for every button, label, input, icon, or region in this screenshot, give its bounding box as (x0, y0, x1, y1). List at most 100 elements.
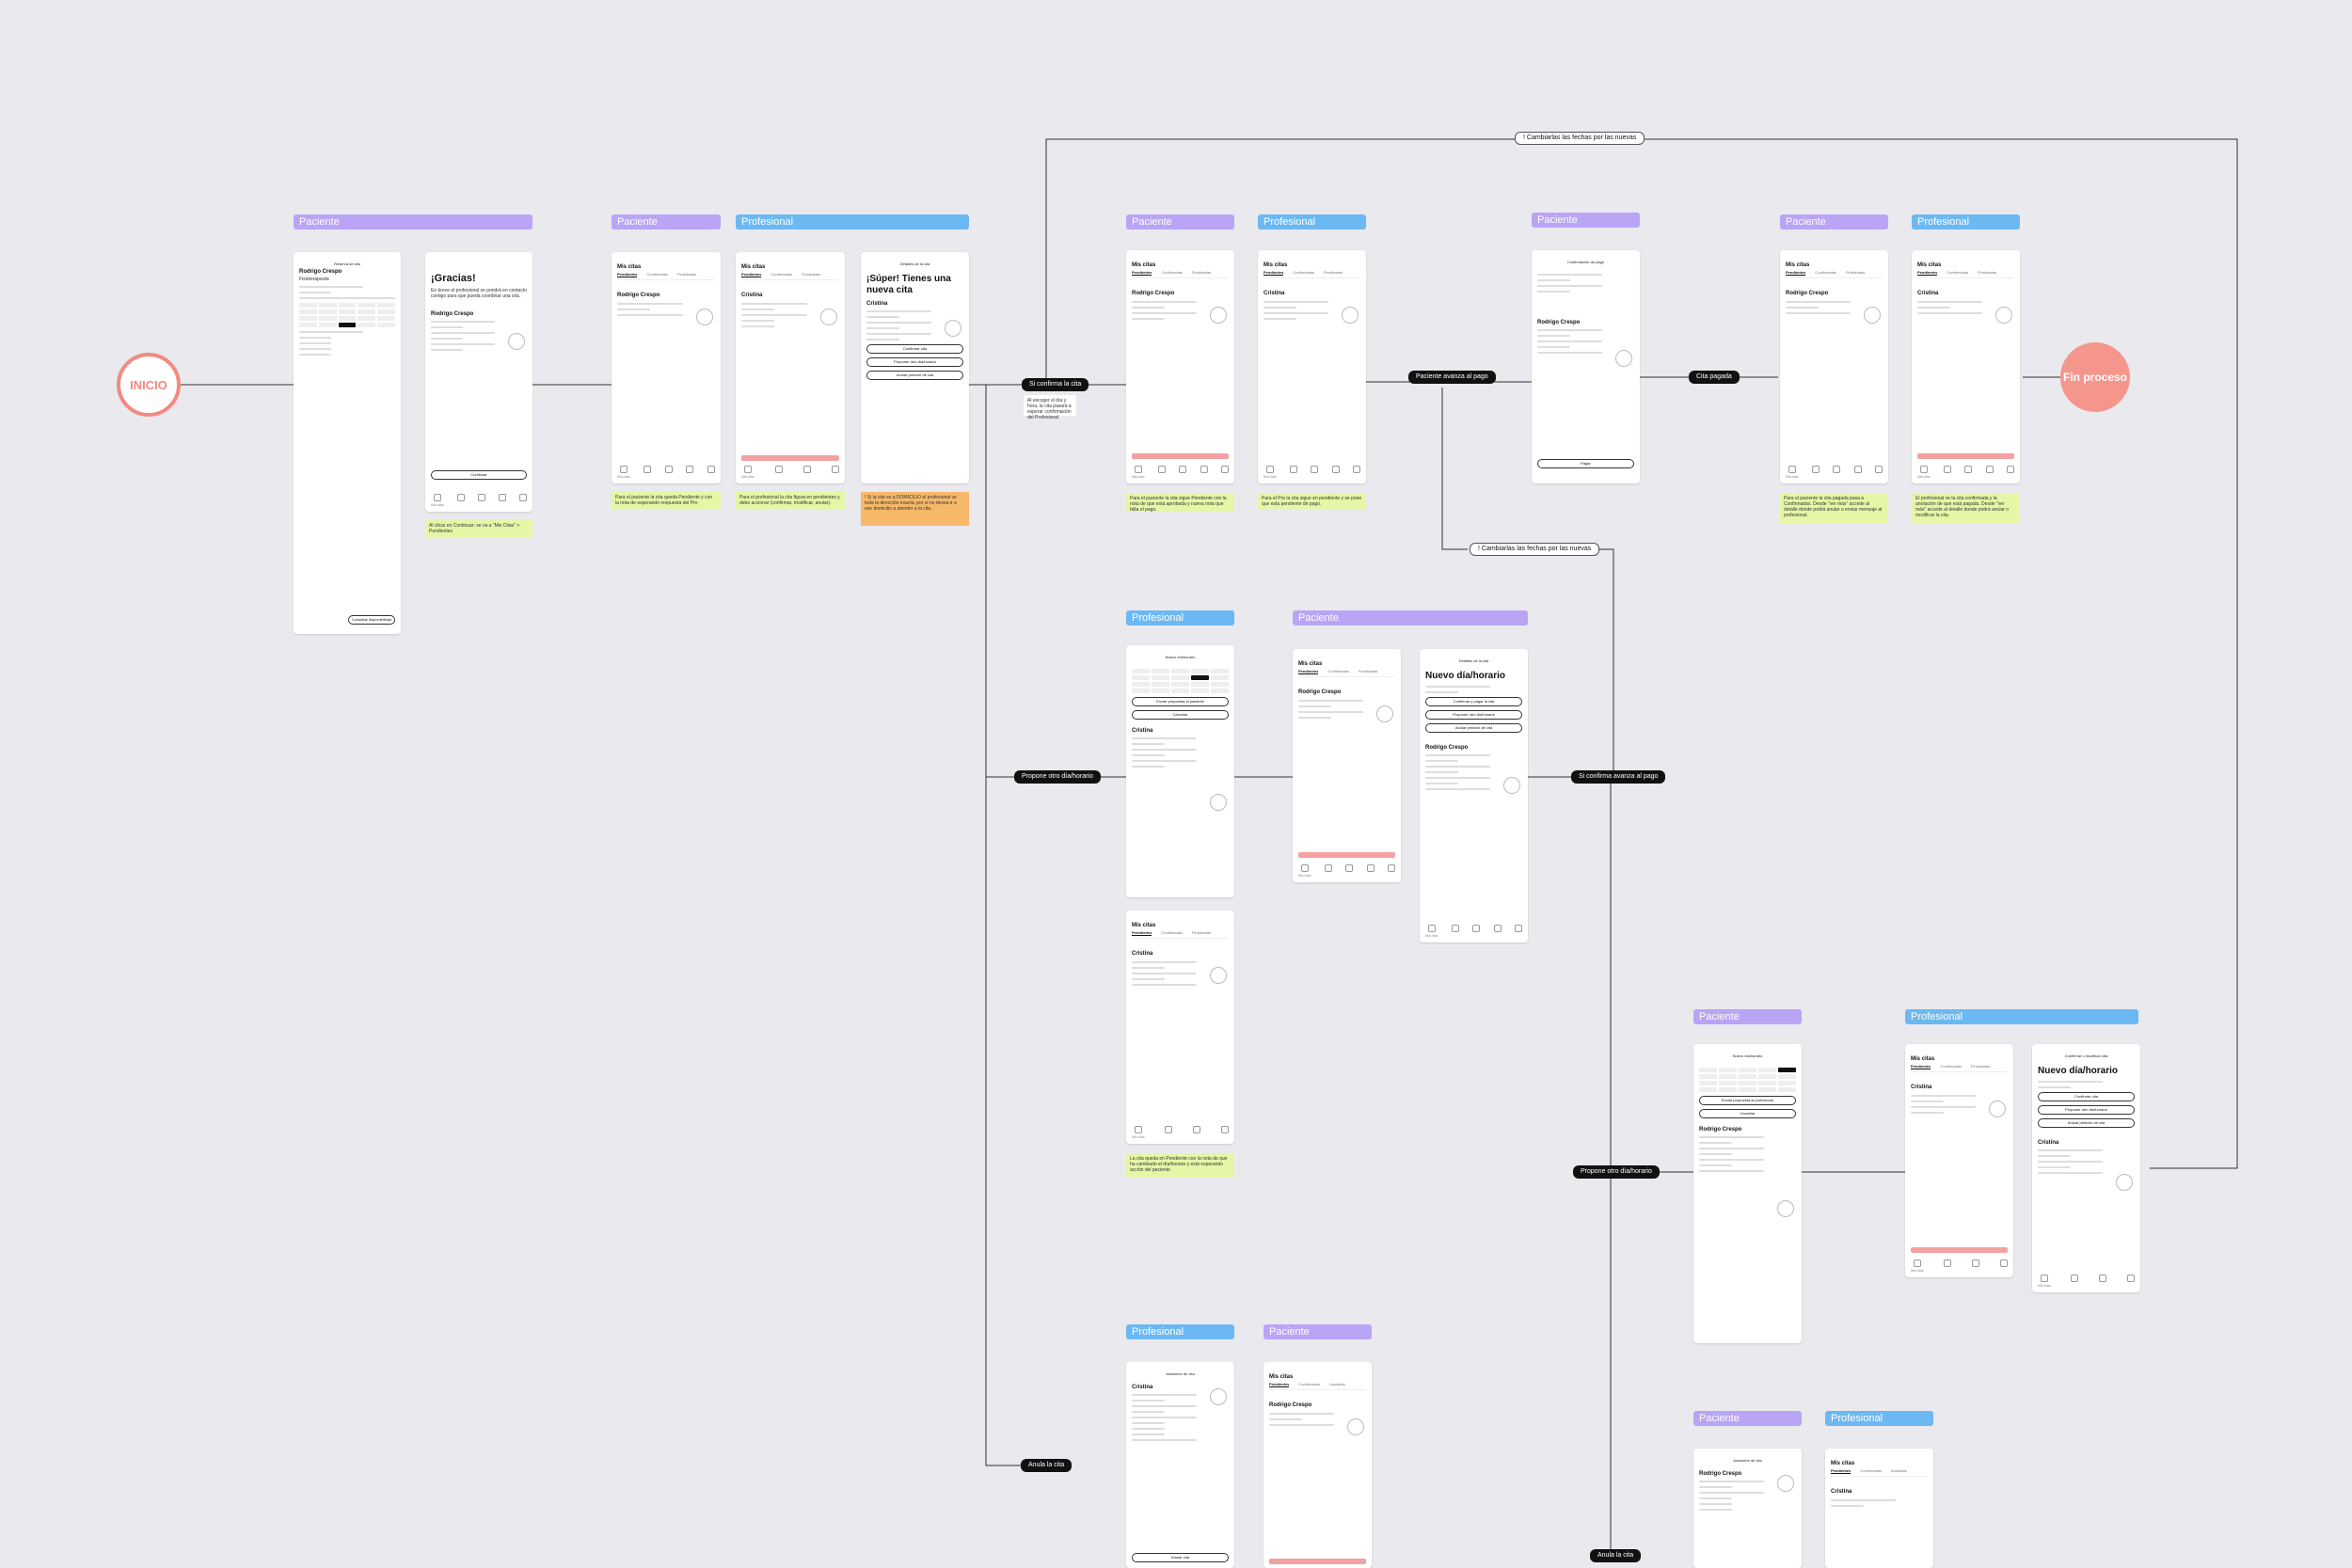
anular-peticion-button[interactable]: Anular petición de cita (2038, 1118, 2135, 1129)
enviar-propuesta-paciente-button[interactable]: Enviar propuesta al paciente (1132, 697, 1229, 707)
screen-header: Anulación de cita (1166, 1371, 1195, 1376)
tab-finalizadas[interactable]: Finalizadas (1192, 270, 1212, 276)
nuevo-horario-title: Nuevo día/horario (2038, 1066, 2119, 1077)
screen-title: Mis citas (741, 264, 766, 270)
tab-pendientes[interactable]: Pendientes (741, 272, 762, 278)
appointment-name: Cristina (741, 293, 763, 299)
tab-confirmadas[interactable]: Confirmadas (1947, 270, 1969, 276)
screen-anulacion-paciente: Anulación de cita Rodrigo Crespo (1693, 1449, 1802, 1568)
tab-pendientes[interactable]: Pendientes (1917, 270, 1938, 277)
super-title: ¡Súper! Tienes una nueva cita (866, 274, 951, 296)
lane-profesional-7: Profesional (1825, 1411, 1933, 1426)
cancelar-button[interactable]: Cancelar (1699, 1109, 1796, 1119)
professional-name: Rodrigo Crespo (1699, 1471, 1742, 1478)
professional-name: Rodrigo Crespo (1699, 1127, 1742, 1133)
screen-title: Mis citas (1911, 1056, 1935, 1062)
continuar-button[interactable]: Continuar (431, 470, 527, 480)
appointment-name: Cristina (1831, 1489, 1852, 1496)
tab-anuladas[interactable]: Anuladas (1891, 1468, 1907, 1474)
screen-title: Mis citas (1132, 262, 1156, 268)
screen-detalles-nuevo-horario-paciente: Detalles de la cita Nuevo día/horario Co… (1420, 649, 1528, 942)
screen-nuevo-horario-paciente: Nuevo día/horario Enviar propuesta al pr… (1693, 1044, 1802, 1343)
tab-finalizadas[interactable]: Finalizadas (1846, 270, 1866, 276)
anular-peticion-button[interactable]: Anular petición de cita (1425, 723, 1522, 734)
nuevo-horario-title: Nuevo día/horario (1425, 671, 1506, 682)
anular-peticion-button[interactable]: Anular petición de cita (866, 371, 963, 381)
confirmar-pagar-button[interactable]: Confirmar y pagar la cita (1425, 697, 1522, 707)
lane-paciente-5: Paciente (1780, 214, 1888, 230)
proponer-otro-dia-button[interactable]: Proponer otro día/horario (1425, 710, 1522, 721)
confirmar-cita-button[interactable]: Confirmar cita (866, 344, 963, 355)
pill-paciente-avanza-pago: Paciente avanza al pago (1408, 371, 1496, 384)
screen-gracias: ¡Gracias! En breve el profesional se pon… (425, 252, 532, 512)
screen-header: Nuevo día/horario (1165, 655, 1196, 659)
cancelar-button[interactable]: Cancelar (1132, 710, 1229, 721)
screen-header: Confirmación de pago (1566, 260, 1605, 264)
tab-finalizadas[interactable]: Finalizadas (1359, 669, 1378, 674)
tab-pendientes[interactable]: Pendientes (1911, 1064, 1931, 1070)
note-profesional-pendientes: Para el profesional la cita figura en pe… (736, 492, 845, 509)
tab-finalizadas[interactable]: Finalizadas (1978, 270, 1997, 276)
tab-pendientes[interactable]: Pendientes (1831, 1468, 1851, 1475)
patient-name: Cristina (1132, 1385, 1153, 1391)
tab-finalizadas[interactable]: Finalizadas (1324, 270, 1343, 276)
tab-pendientes[interactable]: Pendientes (617, 272, 638, 278)
tab-confirmadas[interactable]: Confirmadas (1161, 930, 1184, 936)
tab-finalizadas[interactable]: Finalizadas (1192, 930, 1212, 936)
enviar-propuesta-profesional-button[interactable]: Enviar propuesta al profesional (1699, 1096, 1796, 1106)
tab-confirmadas[interactable]: Confirmadas (1327, 669, 1350, 674)
pill-propone-otro-dia-2: Propone otro día/horario (1573, 1165, 1660, 1179)
tab-pendientes[interactable]: Pendientes (1298, 669, 1319, 675)
tab-confirmadas[interactable]: Confirmadas (646, 272, 669, 277)
tab-confirmadas[interactable]: Confirmadas (1298, 1382, 1321, 1387)
gracias-title: ¡Gracias! (431, 273, 476, 284)
tab-confirmadas[interactable]: Confirmadas (1860, 1468, 1883, 1474)
tab-confirmadas[interactable]: Confirmadas (771, 272, 793, 277)
screen-mis-citas-profesional-1: Mis citas Pendientes Confirmadas Finalizad… (736, 252, 845, 483)
gracias-message: En breve el profesional se pondrá en con… (431, 288, 528, 299)
note-continuar: Al clicar en Continuar: se va a "Mis Cit… (425, 520, 532, 537)
screen-header: Detalles de la cita (1458, 658, 1489, 663)
calendar-grid[interactable] (299, 303, 395, 328)
screen-mis-citas-paciente-1: Mis citas Pendientes Confirmadas Finalizad… (612, 252, 721, 483)
tab-finalizadas[interactable]: Finalizadas (1971, 1064, 1991, 1069)
consultar-disponibilidad-button[interactable]: Consultar disponibilidad (348, 615, 395, 625)
screen-header: Reserva de cita (334, 261, 360, 266)
screen-header: Anulación de cita (1733, 1458, 1762, 1463)
screen-title: Mis citas (1263, 262, 1288, 268)
lane-profesional-6: Profesional (1126, 1324, 1234, 1339)
confirmar-cita-button[interactable]: Confirmar cita (2038, 1092, 2135, 1102)
tab-pendientes[interactable]: Pendientes (1786, 270, 1806, 277)
pill-propone-otro-dia: Propone otro día/horario (1014, 770, 1101, 784)
proponer-otro-dia-button[interactable]: Proponer otro día/horario (866, 357, 963, 368)
screen-anulacion-profesional: Anulación de cita Cristina Anular cita (1126, 1362, 1234, 1568)
anular-cita-button[interactable]: Anular cita (1132, 1553, 1229, 1562)
tab-confirmadas[interactable]: Confirmadas (1293, 270, 1315, 276)
tab-finalizadas[interactable]: Finalizadas (802, 272, 821, 277)
tab-confirmadas[interactable]: Confirmadas (1161, 270, 1184, 276)
screen-nuevo-horario-profesional: Nuevo día/horario Enviar propuesta al pa… (1126, 645, 1234, 897)
screen-title: Mis citas (617, 264, 642, 270)
tab-pendientes[interactable]: Pendientes (1132, 930, 1152, 937)
tab-finalizadas[interactable]: Finalizadas (677, 272, 697, 277)
proponer-otro-dia-button[interactable]: Proponer otro día/horario (2038, 1105, 2135, 1116)
screen-mis-citas-paciente-2: Mis citas Pendientes Confirmadas Finalizad… (1126, 250, 1234, 483)
appointment-name: Rodrigo Crespo (1786, 291, 1829, 297)
tab-pendientes[interactable]: Pendientes (1132, 270, 1152, 277)
lane-paciente-8: Paciente (1263, 1324, 1372, 1339)
tab-confirmadas[interactable]: Confirmadas (1940, 1064, 1963, 1069)
screen-header: Nuevo día/horario (1732, 1053, 1763, 1058)
tab-confirmadas[interactable]: Confirmadas (1815, 270, 1837, 276)
tab-pendientes[interactable]: Pendientes (1269, 1382, 1290, 1388)
patient-name: Cristina (1132, 728, 1153, 735)
appointment-name: Rodrigo Crespo (1132, 291, 1175, 297)
patient-name: Cristina (2038, 1140, 2059, 1147)
pagar-button[interactable]: Pagar (1537, 459, 1634, 468)
tab-anuladas[interactable]: Anuladas (1329, 1382, 1345, 1387)
tab-pendientes[interactable]: Pendientes (1263, 270, 1284, 277)
lane-paciente-3: Paciente (1126, 214, 1234, 230)
pill-anula-cita-2: Anula la cita (1590, 1549, 1642, 1562)
